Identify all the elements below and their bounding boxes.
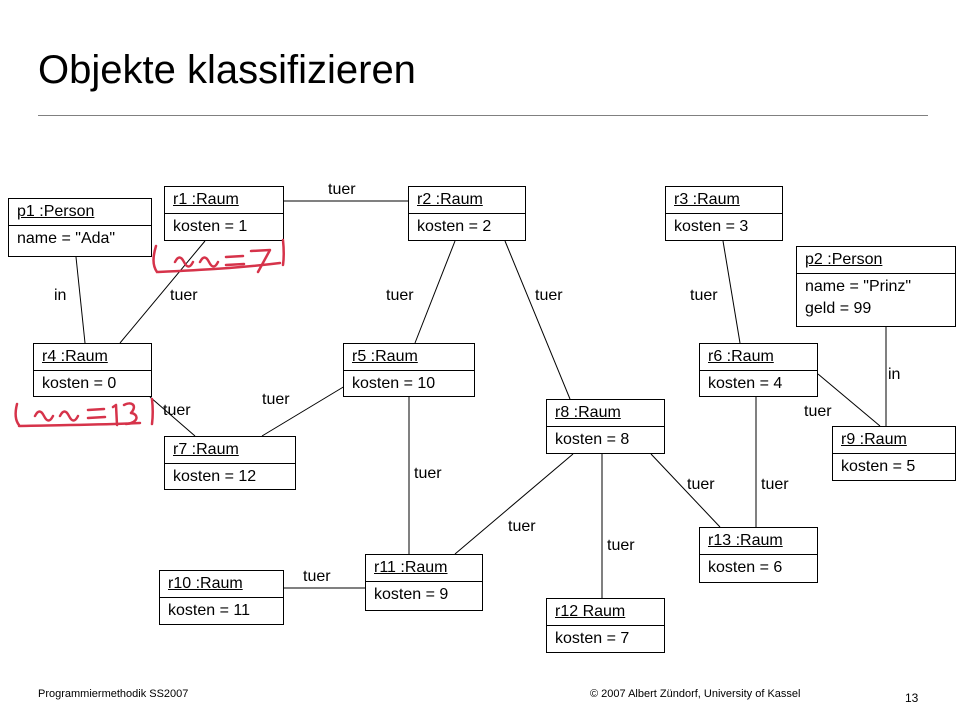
link-r8-r11 bbox=[454, 453, 574, 555]
object-header: r6 :Raum bbox=[700, 344, 817, 371]
link-r5-r7 bbox=[261, 385, 346, 437]
object-header: r3 :Raum bbox=[666, 187, 782, 214]
attribute: geld = 99 bbox=[805, 300, 872, 317]
title-divider bbox=[38, 115, 928, 116]
object-header: r9 :Raum bbox=[833, 427, 955, 454]
object-header: r1 :Raum bbox=[165, 187, 283, 214]
object-r2-raum[interactable]: r2 :Raum kosten = 2 bbox=[408, 186, 526, 241]
link-label-r6-r13: tuer bbox=[761, 476, 789, 493]
object-p2-person[interactable]: p2 :Person name = "Prinz" geld = 99 bbox=[796, 246, 956, 327]
link-label-r2-r5: tuer bbox=[386, 287, 414, 304]
link-label-r8-r11: tuer bbox=[508, 518, 536, 535]
object-header: r10 :Raum bbox=[160, 571, 283, 598]
attribute: kosten = 1 bbox=[173, 218, 248, 235]
link-label-r5-r7: tuer bbox=[262, 391, 290, 408]
link-r2-r8 bbox=[504, 240, 571, 400]
link-r3-r6 bbox=[722, 240, 741, 344]
link-label-r1-r2: tuer bbox=[328, 181, 356, 198]
link-label-r2-r8: tuer bbox=[535, 287, 563, 304]
attribute: kosten = 12 bbox=[173, 468, 257, 485]
attribute: kosten = 6 bbox=[708, 559, 783, 576]
object-r7-raum[interactable]: r7 :Raum kosten = 12 bbox=[164, 436, 296, 490]
object-r3-raum[interactable]: r3 :Raum kosten = 3 bbox=[665, 186, 783, 241]
link-label-p2-r9: in bbox=[888, 366, 901, 383]
slide-title: Objekte klassifizieren bbox=[38, 48, 416, 92]
object-r4-raum[interactable]: r4 :Raum kosten = 0 bbox=[33, 343, 152, 397]
attribute: kosten = 0 bbox=[42, 375, 117, 392]
footer-copyright: © 2007 Albert Zündorf, University of Kas… bbox=[590, 688, 801, 700]
link-label-r6-r9: tuer bbox=[804, 403, 832, 420]
footer-course: Programmiermethodik SS2007 bbox=[38, 688, 189, 700]
object-r13-raum[interactable]: r13 :Raum kosten = 6 bbox=[699, 527, 818, 583]
attribute: kosten = 11 bbox=[168, 602, 250, 619]
object-p1-person[interactable]: p1 :Person name = "Ada" bbox=[8, 198, 152, 257]
attribute: name = "Ada" bbox=[17, 230, 116, 247]
object-header: r5 :Raum bbox=[344, 344, 474, 371]
link-p1-r4 bbox=[75, 256, 86, 344]
object-r12-raum[interactable]: r12 Raum kosten = 7 bbox=[546, 598, 665, 653]
object-header: r13 :Raum bbox=[700, 528, 817, 555]
attribute: name = "Prinz" bbox=[805, 278, 912, 295]
attribute: kosten = 2 bbox=[417, 218, 492, 235]
object-header: r11 :Raum bbox=[366, 555, 482, 582]
object-r5-raum[interactable]: r5 :Raum kosten = 10 bbox=[343, 343, 475, 397]
object-header: r2 :Raum bbox=[409, 187, 525, 214]
link-label-r3-r6: tuer bbox=[690, 287, 718, 304]
link-label-r4-r7: tuer bbox=[163, 402, 191, 419]
link-label-r5-r11: tuer bbox=[414, 465, 442, 482]
attribute: kosten = 3 bbox=[674, 218, 749, 235]
object-header: r7 :Raum bbox=[165, 437, 295, 464]
link-r4-r7 bbox=[149, 396, 196, 437]
attribute: kosten = 8 bbox=[555, 431, 630, 448]
object-r8-raum[interactable]: r8 :Raum kosten = 8 bbox=[546, 399, 665, 454]
link-label-r8-r13: tuer bbox=[687, 476, 715, 493]
link-label-r1-r4: tuer bbox=[170, 287, 198, 304]
link-r8-r13 bbox=[650, 453, 721, 528]
object-r9-raum[interactable]: r9 :Raum kosten = 5 bbox=[832, 426, 956, 481]
attribute: kosten = 5 bbox=[841, 458, 916, 475]
link-r6-r9 bbox=[817, 373, 881, 427]
object-header: r12 Raum bbox=[547, 599, 664, 626]
page-number: 13 bbox=[905, 691, 919, 705]
object-header: r8 :Raum bbox=[547, 400, 664, 427]
link-r2-r5 bbox=[414, 240, 456, 344]
attribute: kosten = 10 bbox=[352, 375, 436, 392]
link-label-r8-r12: tuer bbox=[607, 537, 635, 554]
attribute: kosten = 7 bbox=[555, 630, 630, 647]
object-header: r4 :Raum bbox=[34, 344, 151, 371]
attribute: kosten = 9 bbox=[374, 586, 449, 603]
object-r6-raum[interactable]: r6 :Raum kosten = 4 bbox=[699, 343, 818, 397]
link-label-p1-r4: in bbox=[54, 287, 67, 304]
attribute: kosten = 4 bbox=[708, 375, 783, 392]
object-r11-raum[interactable]: r11 :Raum kosten = 9 bbox=[365, 554, 483, 611]
object-header: p2 :Person bbox=[797, 247, 955, 274]
link-label-r10-r11: tuer bbox=[303, 568, 331, 585]
object-r1-raum[interactable]: r1 :Raum kosten = 1 bbox=[164, 186, 284, 241]
object-header: p1 :Person bbox=[9, 199, 151, 226]
object-r10-raum[interactable]: r10 :Raum kosten = 11 bbox=[159, 570, 284, 625]
